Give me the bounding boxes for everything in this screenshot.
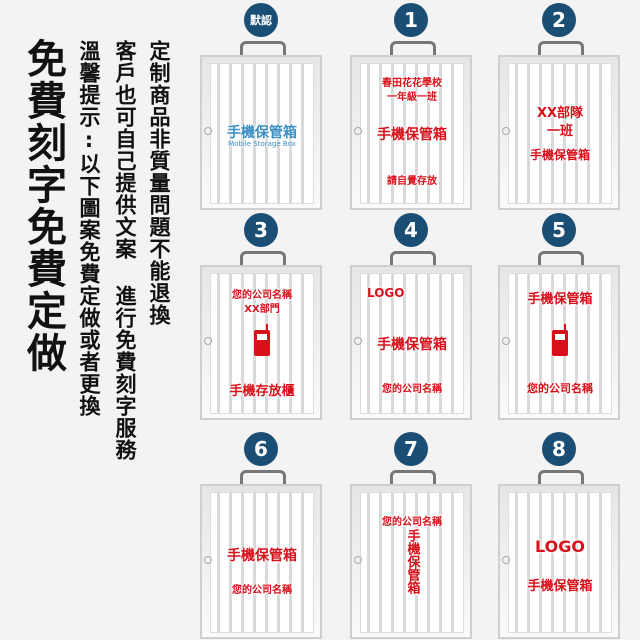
handle-icon bbox=[538, 251, 584, 268]
notice-line-1: 溫馨提示:以下圖案免費定做或者更換 bbox=[77, 40, 101, 417]
box-text: 您的公司名稱 bbox=[232, 290, 292, 301]
box-default: 默認 手機保管箱 Mobile Storage Box bbox=[200, 3, 324, 210]
handle-icon bbox=[390, 251, 436, 268]
badge: 1 bbox=[394, 3, 428, 37]
lock-icon bbox=[204, 556, 212, 564]
box-text: 請自覺存放 bbox=[387, 176, 437, 187]
box-2: 2 XX部隊 一班 手機保管箱 bbox=[498, 3, 622, 210]
handle-icon bbox=[538, 41, 584, 58]
lock-icon bbox=[354, 337, 362, 345]
badge: 6 bbox=[244, 432, 278, 466]
handle-icon bbox=[538, 470, 584, 487]
notice-line-3: 定制商品非質量問題不能退換 bbox=[147, 40, 171, 326]
badge: 4 bbox=[394, 213, 428, 247]
badge: 默認 bbox=[244, 3, 278, 37]
box-text: 一年級一班 bbox=[387, 92, 437, 103]
box-6: 6 手機保管箱 您的公司名稱 bbox=[200, 432, 324, 639]
box-text: 春田花花學校 bbox=[382, 78, 442, 89]
box-text: 一班 bbox=[546, 124, 573, 139]
box-1: 1 春田花花學校 一年級一班 手機保管箱 請自覺存放 bbox=[350, 3, 474, 210]
box-text: LOGO bbox=[535, 537, 585, 556]
notice-line-2: 客戶也可自己提供文案 進行免費刻字服務 bbox=[113, 40, 137, 461]
handle-icon bbox=[240, 251, 286, 268]
handle-icon bbox=[240, 470, 286, 487]
box-text: XX部隊 bbox=[536, 106, 584, 121]
box-text: 手機保管箱 bbox=[527, 292, 593, 307]
box-text: Mobile Storage Box bbox=[228, 140, 296, 148]
phone-icon bbox=[552, 324, 568, 356]
lock-icon bbox=[502, 337, 510, 345]
box-text: 手機保管箱 bbox=[227, 548, 297, 564]
badge: 3 bbox=[244, 213, 278, 247]
badge: 8 bbox=[542, 432, 576, 466]
phone-icon bbox=[254, 324, 270, 356]
badge: 2 bbox=[542, 3, 576, 37]
lock-icon bbox=[204, 337, 212, 345]
handle-icon bbox=[240, 41, 286, 58]
badge: 7 bbox=[394, 432, 428, 466]
box-5: 5 手機保管箱 您的公司名稱 bbox=[498, 213, 622, 420]
box-text: 手機保管箱 bbox=[377, 127, 447, 143]
box-text: LOGO bbox=[367, 286, 405, 300]
box-text: 您的公司名稱 bbox=[382, 517, 442, 528]
box-text: 手機保管箱 bbox=[529, 148, 590, 162]
lock-icon bbox=[502, 556, 510, 564]
lock-icon bbox=[502, 127, 510, 135]
box-text: 手機存放櫃 bbox=[229, 384, 295, 399]
badge: 5 bbox=[542, 213, 576, 247]
box-text: 您的公司名稱 bbox=[527, 382, 593, 395]
box-text: 手機保管箱 bbox=[404, 529, 420, 594]
box-3: 3 您的公司名稱 XX部門 手機存放櫃 bbox=[200, 213, 324, 420]
handle-icon bbox=[390, 41, 436, 58]
box-text: 手機保管箱 bbox=[377, 337, 447, 353]
lock-icon bbox=[354, 127, 362, 135]
headline: 免費刻字免費定做 bbox=[20, 38, 66, 374]
lock-icon bbox=[204, 127, 212, 135]
handle-icon bbox=[390, 470, 436, 487]
box-text: 您的公司名稱 bbox=[382, 384, 442, 395]
box-text: 手機保管箱 bbox=[527, 579, 593, 594]
box-text: 您的公司名稱 bbox=[232, 585, 292, 596]
box-7: 7 您的公司名稱 手機保管箱 bbox=[350, 432, 474, 639]
box-4: 4 LOGO 手機保管箱 您的公司名稱 bbox=[350, 213, 474, 420]
box-8: 8 LOGO 手機保管箱 bbox=[498, 432, 622, 639]
lock-icon bbox=[354, 556, 362, 564]
box-text: 手機保管箱 bbox=[227, 125, 297, 141]
box-text: XX部門 bbox=[244, 304, 280, 315]
